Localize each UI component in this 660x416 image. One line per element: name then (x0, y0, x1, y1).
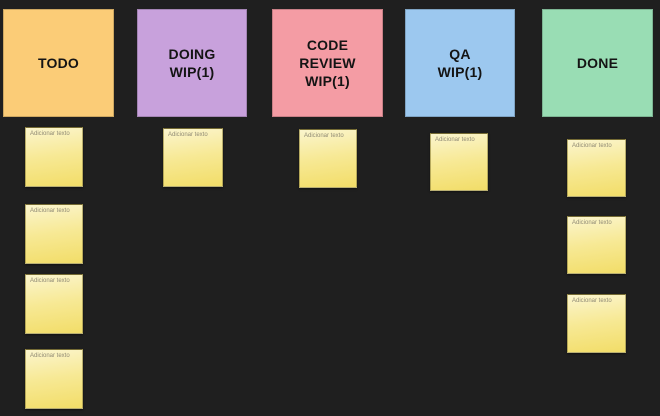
sticky-note-placeholder: Adicionar texto (30, 278, 70, 284)
column-wip-limit-qa: WIP(1) (437, 64, 483, 80)
sticky-note-todo-4[interactable]: Adicionar texto (25, 349, 83, 409)
column-title-code-review-line2: REVIEW (299, 55, 356, 71)
sticky-note-placeholder: Adicionar texto (30, 208, 70, 214)
sticky-note-done-2[interactable]: Adicionar texto (567, 216, 626, 274)
column-title-qa: QA (449, 46, 471, 62)
sticky-note-doing-1[interactable]: Adicionar texto (163, 128, 223, 187)
column-title-code-review-line1: CODE (306, 37, 349, 53)
sticky-note-code-review-1[interactable]: Adicionar texto (299, 129, 357, 188)
sticky-note-placeholder: Adicionar texto (30, 131, 70, 137)
sticky-note-placeholder: Adicionar texto (30, 353, 70, 359)
column-wip-limit-code-review: WIP(1) (305, 73, 350, 89)
sticky-note-placeholder: Adicionar texto (168, 132, 208, 138)
column-title-todo: TODO (38, 55, 79, 71)
column-wip-limit-doing: WIP(1) (169, 64, 215, 80)
column-title-done: DONE (576, 55, 619, 71)
column-header-done[interactable]: DONE (542, 9, 653, 117)
column-header-code-review[interactable]: CODE REVIEW WIP(1) (272, 9, 383, 117)
sticky-note-qa-1[interactable]: Adicionar texto (430, 133, 488, 191)
sticky-note-placeholder: Adicionar texto (572, 143, 612, 149)
sticky-note-done-3[interactable]: Adicionar texto (567, 294, 626, 353)
column-header-doing[interactable]: DOING WIP(1) (137, 9, 247, 117)
sticky-note-todo-1[interactable]: Adicionar texto (25, 127, 83, 187)
sticky-note-todo-2[interactable]: Adicionar texto (25, 204, 83, 264)
column-header-todo[interactable]: TODO (3, 9, 114, 117)
sticky-note-placeholder: Adicionar texto (572, 220, 612, 226)
column-header-qa[interactable]: QA WIP(1) (405, 9, 515, 117)
column-title-doing: DOING (168, 46, 216, 62)
sticky-note-placeholder: Adicionar texto (435, 137, 475, 143)
sticky-note-done-1[interactable]: Adicionar texto (567, 139, 626, 197)
sticky-note-placeholder: Adicionar texto (304, 133, 344, 139)
sticky-note-todo-3[interactable]: Adicionar texto (25, 274, 83, 334)
sticky-note-placeholder: Adicionar texto (572, 298, 612, 304)
